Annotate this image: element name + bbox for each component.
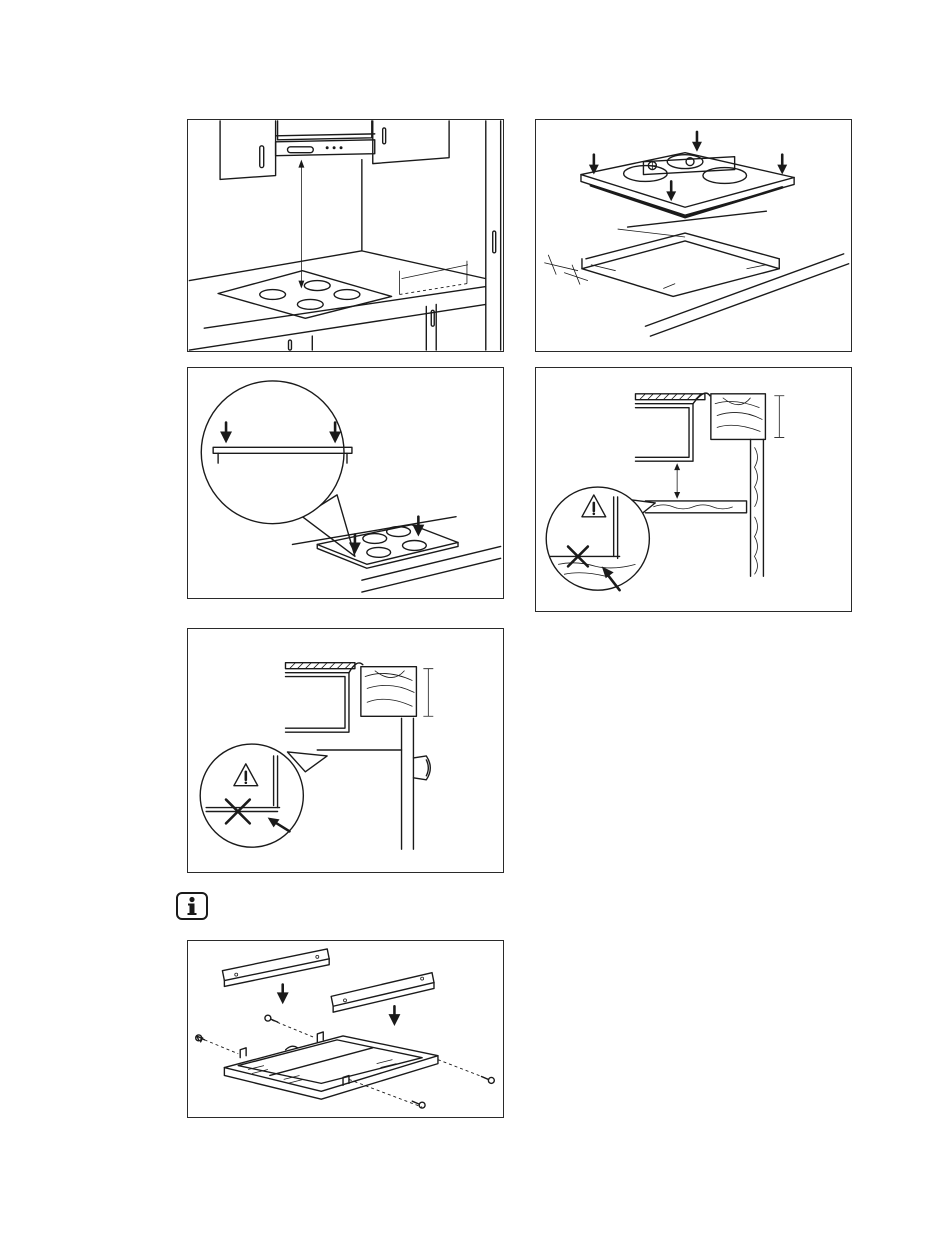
oven-clearance-figure — [187, 628, 504, 873]
hood-clearance-illustration — [188, 120, 503, 351]
hood-clearance-figure — [187, 119, 504, 352]
drawer-clearance-figure — [535, 367, 852, 612]
cutout-dimensions-illustration — [536, 120, 851, 351]
oven-clearance-illustration — [188, 629, 503, 872]
hob-insertion-illustration — [188, 368, 503, 598]
mounting-brackets-illustration — [188, 941, 503, 1117]
drawer-clearance-illustration — [536, 368, 851, 611]
mounting-brackets-figure — [187, 940, 504, 1118]
cutout-dimensions-figure — [535, 119, 852, 352]
hob-insertion-figure — [187, 367, 504, 599]
info-icon — [175, 891, 209, 921]
